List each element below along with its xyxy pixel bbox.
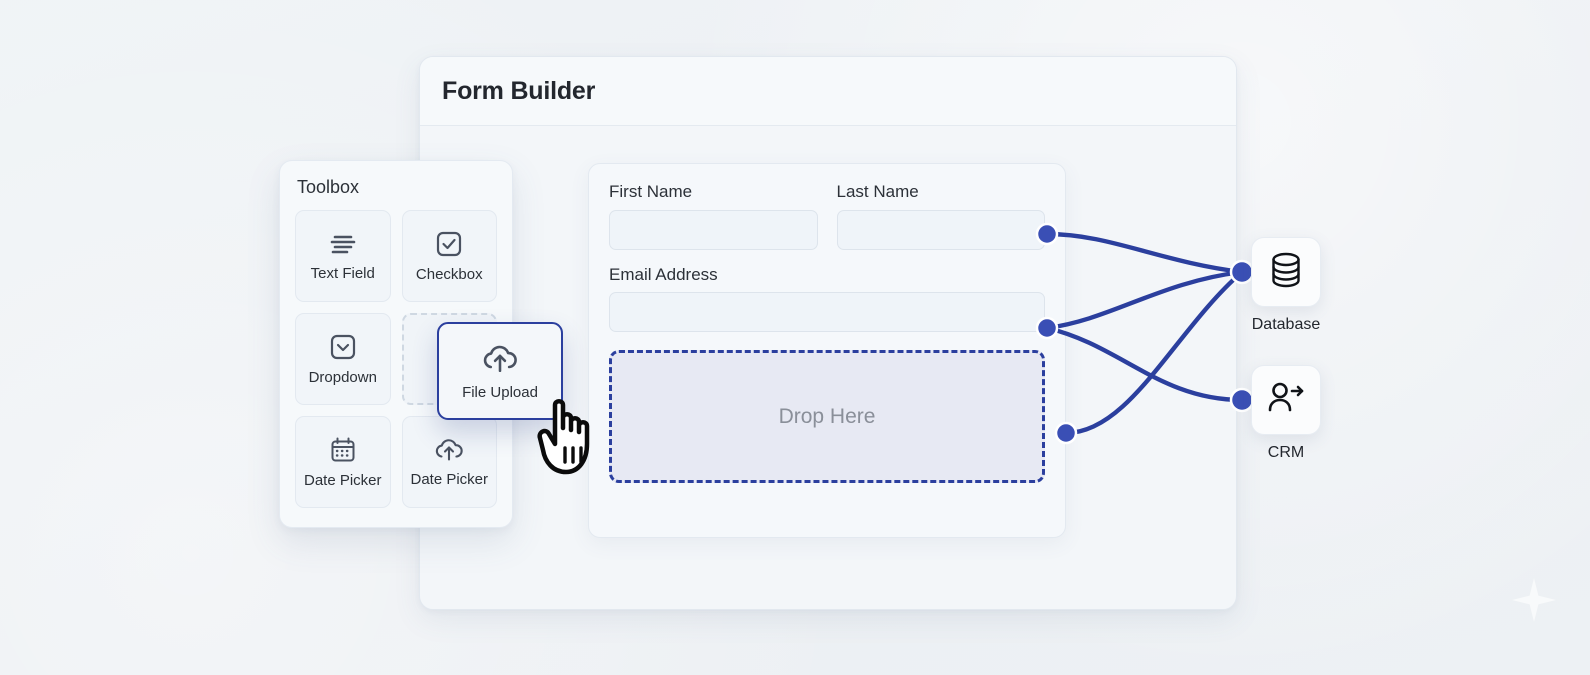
node-crm-label: CRM xyxy=(1267,444,1305,461)
node-crm[interactable]: CRM xyxy=(1251,365,1321,462)
last-name-input[interactable] xyxy=(836,209,1045,250)
field-last-name: Last Name xyxy=(836,182,1045,250)
field-label: Email Address xyxy=(609,264,718,284)
cloud-upload-icon xyxy=(480,343,520,375)
field-email-address: Email Address xyxy=(609,264,1045,333)
field-label: Last Name xyxy=(836,182,919,201)
first-name-input[interactable] xyxy=(609,209,818,250)
toolbox-item-date-picker[interactable]: Date Picker xyxy=(295,416,391,508)
toolbox-item-label: Date Picker xyxy=(303,472,382,489)
toolbox-item-label: Checkbox xyxy=(415,266,483,283)
field-first-name: First Name xyxy=(609,182,818,250)
field-label: First Name xyxy=(609,182,693,201)
name-field-row: First Name Last Name xyxy=(609,182,1045,250)
drop-zone-label: Drop Here xyxy=(778,404,876,428)
toolbox-item-label: Dropdown xyxy=(308,369,377,386)
database-cylinder-icon xyxy=(1268,251,1304,294)
pointing-hand-cursor xyxy=(535,392,605,480)
person-arrow-icon xyxy=(1266,380,1306,421)
chevron-down-box-icon xyxy=(329,333,357,361)
email-address-input[interactable] xyxy=(609,292,1045,333)
dragged-card-label: File Upload xyxy=(462,383,538,401)
calendar-icon xyxy=(329,436,357,464)
node-database-box[interactable] xyxy=(1251,237,1321,307)
toolbox-item-dropdown[interactable]: Dropdown xyxy=(295,313,391,405)
drop-zone[interactable]: Drop Here xyxy=(609,350,1045,484)
page-title: Form Builder xyxy=(442,76,596,105)
toolbox-item-date-picker-upload[interactable]: Date Picker xyxy=(401,416,497,508)
dragged-file-upload-card[interactable]: File Upload xyxy=(437,322,563,420)
text-lines-icon xyxy=(328,231,358,257)
checkbox-icon xyxy=(435,230,463,258)
node-crm-box[interactable] xyxy=(1251,365,1321,435)
cloud-upload-icon xyxy=(433,437,465,463)
form-preview-card: First Name Last Name Email Address Drop … xyxy=(588,163,1066,538)
toolbox-title: Toolbox xyxy=(297,177,360,197)
toolbox-item-label: Date Picker xyxy=(410,471,489,488)
builder-header: Form Builder xyxy=(420,57,1236,126)
node-database-label: Database xyxy=(1251,316,1321,333)
toolbox-item-label: Text Field xyxy=(310,265,375,282)
toolbox-item-text-field[interactable]: Text Field xyxy=(295,210,391,302)
node-database[interactable]: Database xyxy=(1251,237,1321,334)
sparkle-decoration xyxy=(1512,578,1556,622)
toolbox-item-checkbox[interactable]: Checkbox xyxy=(401,210,497,302)
